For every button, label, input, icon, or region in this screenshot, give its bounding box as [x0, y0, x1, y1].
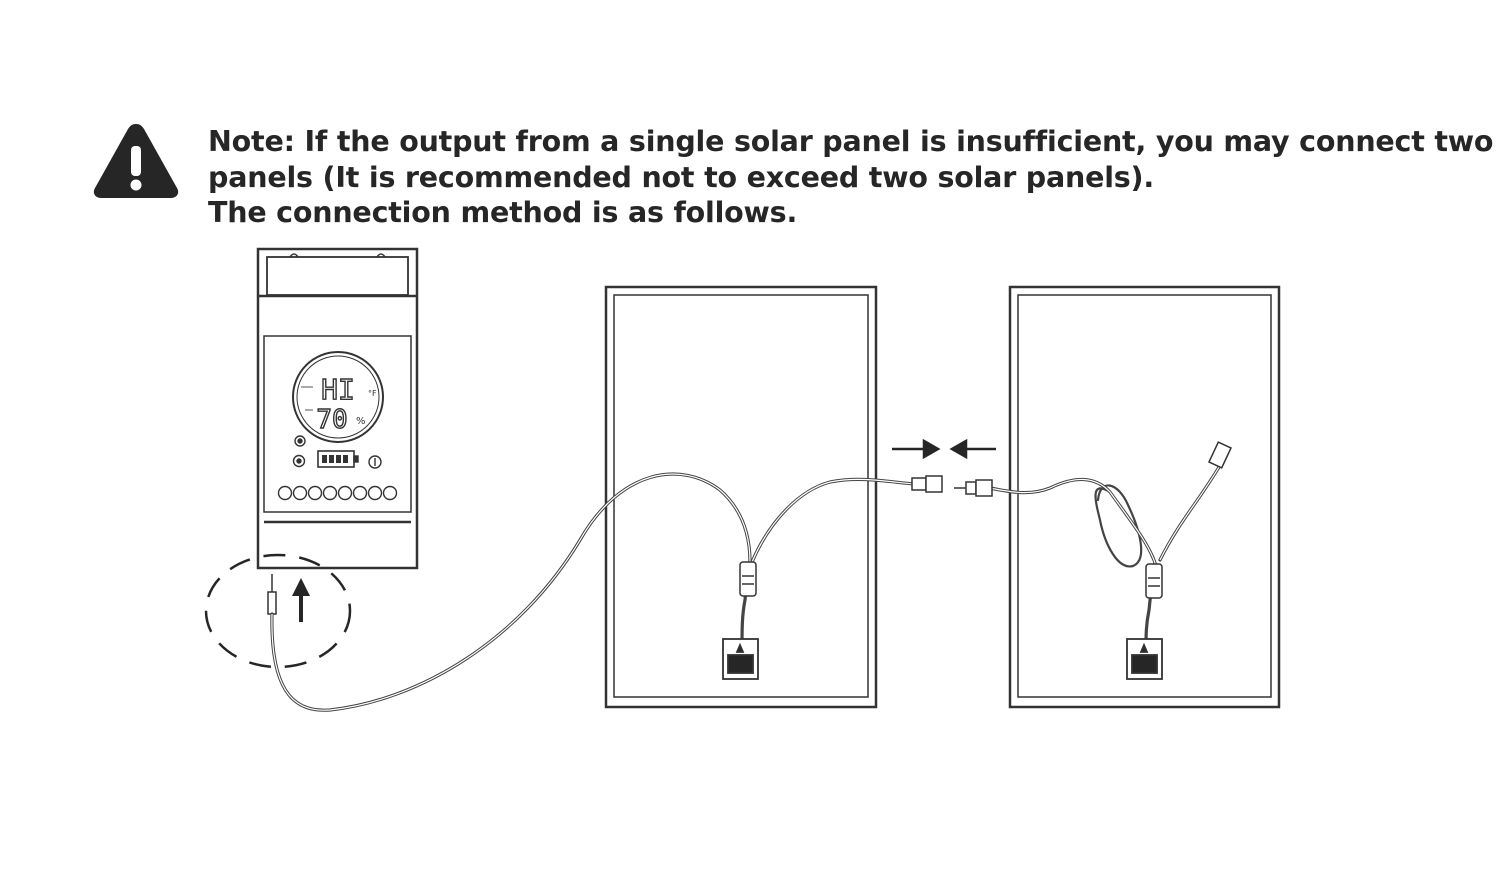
- device-controls: [277, 435, 398, 501]
- note-line-3: The connection method is as follows.: [208, 196, 798, 229]
- device-plug: [267, 574, 277, 615]
- display-top-value: HI: [321, 373, 355, 406]
- port-highlight-circle: [204, 553, 352, 669]
- note-line-1: Note: If the output from a single solar …: [208, 125, 1494, 158]
- junction-box-left: [722, 638, 759, 680]
- connector-left-male: [911, 475, 943, 493]
- display-bottom-value: 70: [316, 405, 347, 435]
- display-unit-top: °F: [368, 389, 377, 398]
- connector-spare: [1208, 441, 1232, 469]
- device-display: HI 70 °F %: [301, 372, 377, 436]
- join-arrows-icon: [892, 438, 996, 460]
- note-text: Note: If the output from a single solar …: [208, 124, 1494, 231]
- y-splitter-left: [739, 561, 757, 597]
- connector-right-female: [954, 479, 993, 497]
- insert-arrow-icon: [292, 578, 310, 622]
- note-line-2: panels (It is recommended not to exceed …: [208, 160, 1155, 194]
- y-splitter-right: [1145, 563, 1163, 599]
- device-unit: [256, 247, 419, 570]
- cables-highlight: [271, 461, 1223, 711]
- warning-icon: [93, 124, 179, 198]
- junction-box-right: [1126, 638, 1163, 680]
- solar-panel-right: [1008, 285, 1281, 709]
- display-unit-bottom: %: [356, 416, 366, 427]
